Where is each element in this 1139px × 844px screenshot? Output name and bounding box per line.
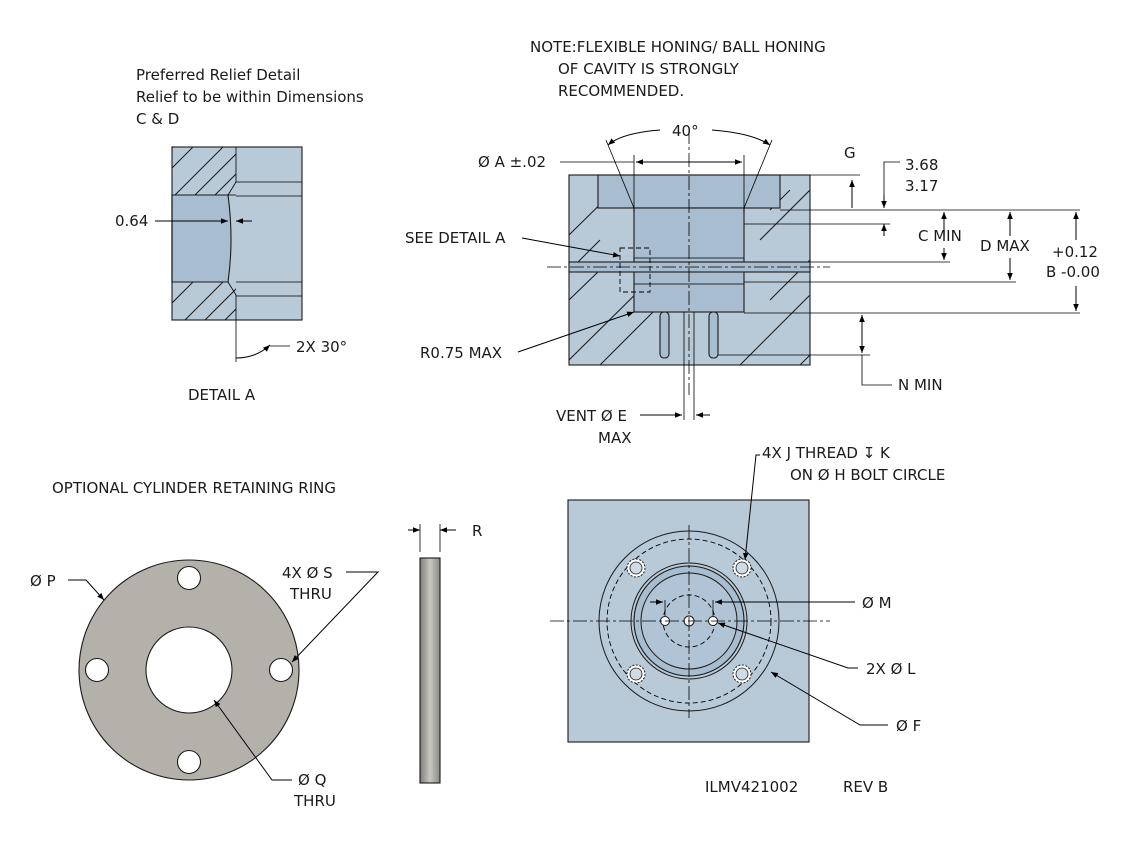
drawing-number: ILMV421002 <box>705 778 798 796</box>
note-line-3: RECOMMENDED. <box>558 82 684 100</box>
detail-a-title-1: Preferred Relief Detail <box>136 66 300 84</box>
note-line-2: OF CAVITY IS STRONGLY <box>558 60 740 78</box>
detail-a: Preferred Relief Detail Relief to be wit… <box>115 66 364 404</box>
dia-m-label: Ø M <box>862 594 892 612</box>
ring-hole-left <box>84 657 110 683</box>
angle-40: 40° <box>672 122 699 140</box>
revision: REV B <box>843 778 888 796</box>
detail-a-angle: 2X 30° <box>296 338 347 356</box>
detail-a-hatch-top <box>172 147 236 195</box>
note-line-1: NOTE:FLEXIBLE HONING/ BALL HONING <box>530 38 826 56</box>
ring-holes-label-2: THRU <box>289 585 332 603</box>
dim-368: 3.68 <box>905 156 938 174</box>
thread-label-2: ON Ø H BOLT CIRCLE <box>790 466 945 484</box>
dia-q-label: Ø Q <box>298 771 326 789</box>
ring-hole-right <box>268 657 294 683</box>
dim-c-min: C MIN <box>918 227 962 245</box>
ring-hole-top <box>176 565 202 591</box>
dim-d-max: D MAX <box>980 237 1030 255</box>
detail-a-title-3: C & D <box>136 110 179 128</box>
retaining-ring-view: OPTIONAL CYLINDER RETAINING RING Ø P 4X … <box>30 479 482 810</box>
dia-l-label: 2X Ø L <box>866 660 916 678</box>
dia-q-thru: THRU <box>293 792 336 810</box>
ring-title: OPTIONAL CYLINDER RETAINING RING <box>52 479 336 497</box>
vent-label-1: VENT Ø E <box>556 407 627 425</box>
detail-a-callout-box <box>619 247 651 293</box>
detail-a-dim-064: 0.64 <box>115 212 148 230</box>
dim-b-plus: +0.12 <box>1052 243 1098 261</box>
dim-n-min: N MIN <box>898 376 943 394</box>
thread-label-1: 4X J THREAD ↧ K <box>762 444 891 462</box>
dim-r: R <box>472 522 482 540</box>
dia-p-label: Ø P <box>30 572 56 590</box>
dia-f-label: Ø F <box>896 717 921 735</box>
note-block: NOTE:FLEXIBLE HONING/ BALL HONING OF CAV… <box>530 38 826 100</box>
threaded-holes <box>626 558 752 684</box>
detail-a-bore <box>171 194 232 283</box>
ring-hole-bottom <box>176 749 202 775</box>
ring-side-view <box>419 557 441 784</box>
plan-view: 4X J THREAD ↧ K ON Ø H BOLT CIRCLE Ø M 2… <box>550 444 945 796</box>
vent-label-2: MAX <box>598 429 631 447</box>
section-view: 40° Ø A ±.02 G 3.68 3.17 C MIN D MAX +0.… <box>405 122 1100 447</box>
dim-g: G <box>844 144 856 162</box>
ring-center-hole <box>145 626 233 714</box>
detail-a-title-2: Relief to be within Dimensions <box>136 88 364 106</box>
detail-a-caption: DETAIL A <box>188 386 256 404</box>
detail-a-hatch-bottom <box>172 282 236 320</box>
dim-b-minus: B -0.00 <box>1046 263 1100 281</box>
ring-holes-label-1: 4X Ø S <box>282 564 333 582</box>
dia-a-label: Ø A ±.02 <box>478 153 546 171</box>
radius-label: R0.75 MAX <box>420 344 502 362</box>
see-detail-a: SEE DETAIL A <box>405 229 506 247</box>
dim-317: 3.17 <box>905 177 938 195</box>
